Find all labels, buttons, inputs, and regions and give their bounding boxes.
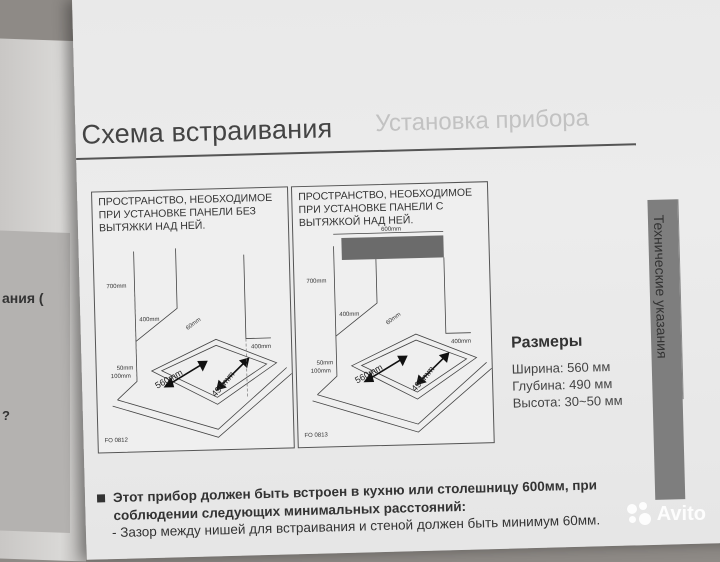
svg-text:100mm: 100mm [111,374,131,381]
avito-watermark: Avito [626,502,706,526]
svg-text:600mm: 600mm [381,226,401,233]
manual-page: Установка прибора Схема встраивания Техн… [72,0,720,560]
svg-text:100mm: 100mm [311,368,331,375]
bleed-through-header: Установка прибора [374,104,590,138]
hood-block [341,235,444,261]
diagram-without-hood: ПРОСТРАНСТВО, НЕОБХОДИМОЕ ПРИ УСТАНОВКЕ … [91,186,295,454]
dimension-depth: Глубина: 490 мм [512,375,613,394]
svg-text:400mm: 400mm [139,317,159,324]
installation-diagram-drawing: 700mm 400mm 60mm 50mm 100mm 400mm 560mm … [104,248,293,445]
svg-text:FO 0813: FO 0813 [304,432,328,439]
svg-text:700mm: 700mm [306,278,326,285]
side-tab-label: Технические указания [650,214,671,359]
svg-text:60mm: 60mm [385,312,402,327]
svg-text:50mm: 50mm [117,366,134,372]
left-page-band [0,230,70,533]
dimension-width: Ширина: 560 мм [511,359,611,377]
svg-text:400mm: 400mm [339,312,359,319]
bullet-square [96,494,106,503]
svg-text:700mm: 700mm [106,284,126,291]
left-page-fragment: ания ( [2,290,44,306]
installation-diagram-drawing: 600mm 700mm 400mm 60mm 50mm 100mm 400mm … [304,226,493,439]
left-page-fragment: ? [2,408,10,423]
svg-text:400mm: 400mm [251,344,271,351]
svg-text:400mm: 400mm [451,339,471,346]
svg-text:FO 0812: FO 0812 [104,438,128,445]
dimensions-heading: Размеры [510,332,583,352]
diagram-with-hood: ПРОСТРАНСТВО, НЕОБХОДИМОЕ ПРИ УСТАНОВКЕ … [290,181,495,449]
svg-text:50mm: 50mm [317,360,334,366]
avito-logo-icon [626,502,651,526]
page-title: Схема встраивания [81,113,333,150]
svg-text:60mm: 60mm [185,317,202,332]
dimension-height: Высота: 30~50 мм [512,392,623,411]
